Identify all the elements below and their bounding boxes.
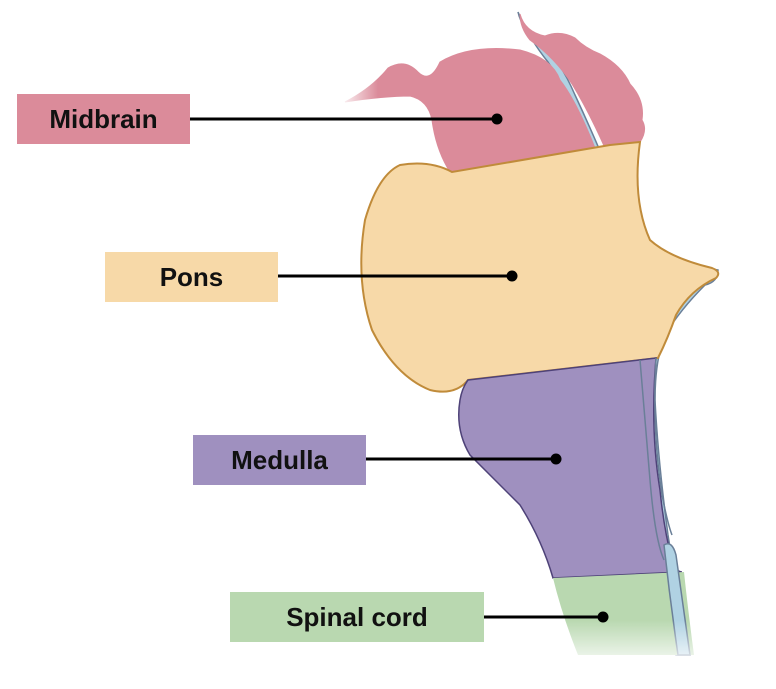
spinal-cord-label: Spinal cord [230,592,484,642]
canal-line-2 [654,357,673,536]
bottom-fade [540,620,720,670]
pons-leader-dot [506,270,518,282]
midbrain-label: Midbrain [17,94,190,144]
pons-label: Pons [105,252,278,302]
medulla-region [458,357,683,579]
pons-region [360,140,720,393]
midbrain-region [344,48,596,173]
midbrain-tectum [519,13,646,149]
canal-line [639,359,665,561]
spinal-cord-leader-dot [597,611,609,623]
medulla-label: Medulla [193,435,366,485]
midbrain-leader-dot [491,113,503,125]
medulla-leader-dot [550,453,562,465]
left-fade [338,60,378,120]
